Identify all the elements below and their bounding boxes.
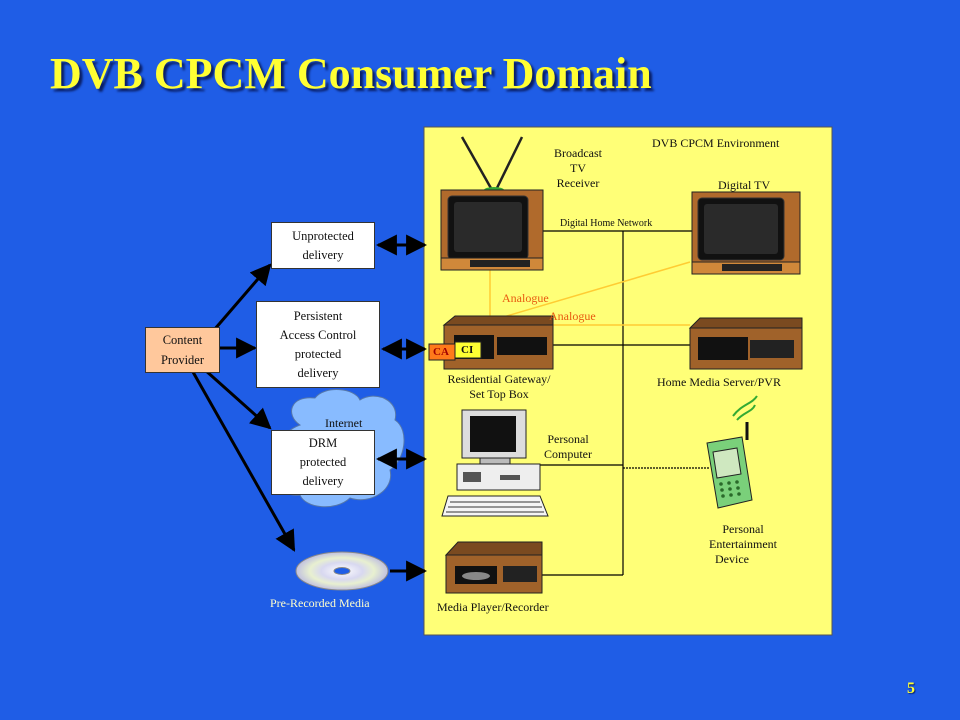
slide-title: DVB CPCM Consumer Domain bbox=[50, 49, 652, 98]
gateway-label-2: Set Top Box bbox=[469, 387, 529, 401]
analogue-label-2: Analogue bbox=[549, 309, 596, 323]
gateway-label: Residential Gateway/ Set Top Box bbox=[424, 372, 574, 402]
analogue-lines bbox=[489, 261, 691, 326]
disc-icon bbox=[295, 551, 389, 591]
ci-label: CI bbox=[461, 344, 474, 356]
broadcast-tv-label-1: Broadcast bbox=[554, 146, 602, 160]
ped-label-3: Device bbox=[715, 552, 749, 566]
page-number: 5 bbox=[907, 680, 915, 697]
internet-label: Internet bbox=[325, 416, 363, 430]
analogue-label-1: Analogue bbox=[502, 291, 549, 305]
network-label: Digital Home Network bbox=[560, 218, 653, 229]
ci-slot bbox=[454, 341, 482, 359]
ped-label-1: Personal bbox=[722, 522, 764, 536]
arrow-to-disc bbox=[191, 371, 296, 552]
arrow-to-unprotected bbox=[212, 263, 272, 331]
broadcast-tv-label-2: TV bbox=[570, 161, 586, 175]
personal-computer-icon bbox=[441, 409, 549, 517]
pre-recorded-label: Pre-Recorded Media bbox=[270, 596, 370, 610]
ped-label-2: Entertainment bbox=[709, 537, 777, 551]
environment-title: DVB CPCM Environment bbox=[652, 136, 780, 150]
broadcast-tv-icon bbox=[440, 136, 544, 271]
digital-tv-label: Digital TV bbox=[718, 178, 771, 192]
persistent-delivery-box: Persistent Access Control protected deli… bbox=[256, 301, 380, 388]
content-provider-label-1: Content bbox=[162, 333, 203, 347]
pc-label-1: Personal bbox=[547, 432, 589, 446]
arrow-to-drm bbox=[204, 368, 272, 430]
drm-label-1: DRM bbox=[308, 436, 338, 450]
mobile-device-icon bbox=[706, 395, 758, 509]
pc-label: Personal Computer bbox=[534, 432, 602, 462]
ca-label: CA bbox=[433, 346, 449, 358]
pc-label-2: Computer bbox=[544, 447, 592, 461]
drm-delivery-box: DRM protected delivery bbox=[271, 430, 375, 495]
drm-label-3: delivery bbox=[302, 474, 344, 488]
unprotected-label-1: Unprotected bbox=[292, 229, 354, 243]
gateway-label-1: Residential Gateway/ bbox=[447, 372, 551, 386]
persistent-label-1: Persistent bbox=[293, 309, 343, 323]
media-server-icon bbox=[688, 317, 803, 370]
content-provider-label-2: Provider bbox=[160, 353, 205, 367]
media-server-label: Home Media Server/PVR bbox=[657, 375, 781, 389]
ped-label: Personal Entertainment Device bbox=[693, 522, 793, 567]
digital-tv-icon bbox=[691, 191, 801, 275]
persistent-label-3: protected bbox=[294, 347, 342, 361]
broadcast-tv-label: Broadcast TV Receiver bbox=[542, 146, 614, 191]
media-player-icon bbox=[444, 541, 543, 594]
media-player-label: Media Player/Recorder bbox=[437, 600, 549, 614]
content-provider-box: Content Provider bbox=[145, 327, 220, 373]
home-network-lines bbox=[540, 230, 710, 576]
persistent-label-4: delivery bbox=[297, 366, 339, 380]
drm-label-2: protected bbox=[299, 455, 347, 469]
persistent-label-2: Access Control bbox=[279, 328, 357, 342]
unprotected-delivery-box: Unprotected delivery bbox=[271, 222, 375, 269]
unprotected-label-2: delivery bbox=[302, 248, 344, 262]
broadcast-tv-label-3: Receiver bbox=[556, 176, 600, 190]
